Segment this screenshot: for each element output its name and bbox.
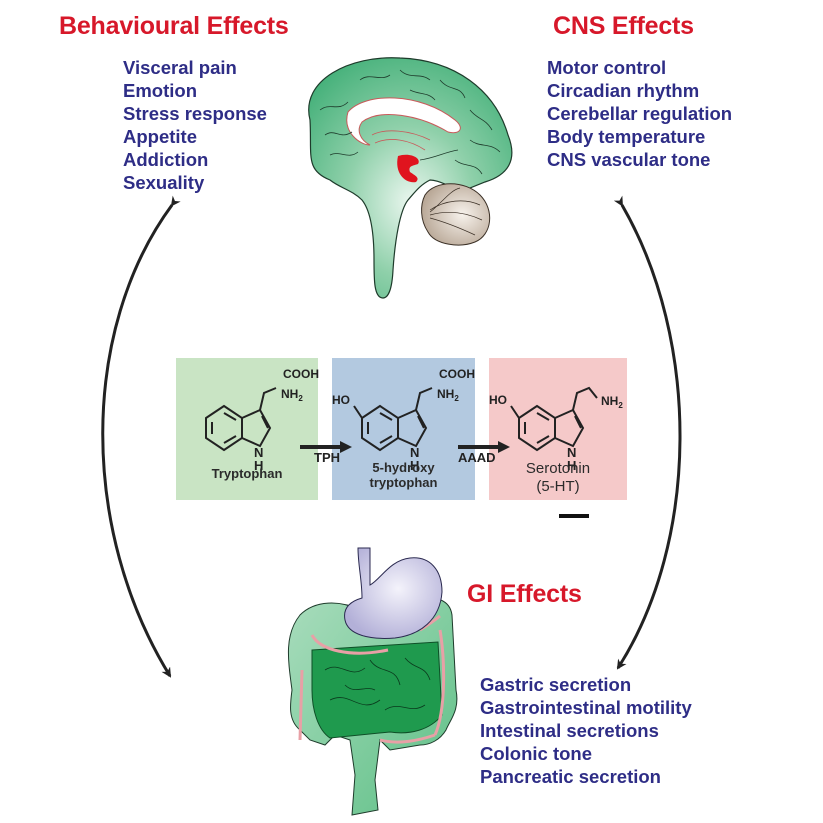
tryptophan-label: Tryptophan: [211, 466, 283, 481]
ring-h-label: H: [410, 458, 419, 473]
cerebellum: [421, 183, 491, 246]
compound-name-line2: tryptophan: [369, 475, 438, 490]
stomach: [344, 547, 443, 639]
ring-n-label: N: [410, 445, 419, 460]
list-item: Emotion: [123, 80, 197, 101]
molecule-structures: N H COOH NH2 HO N H COOH NH2 HO N H: [205, 367, 623, 473]
amine-label: NH2: [281, 387, 303, 403]
corpus-callosum: [346, 97, 461, 146]
serotonin-box: [489, 358, 627, 500]
brain-illustration: [308, 57, 513, 299]
tryptophan-structure: N H COOH NH2: [205, 367, 319, 473]
behavioural-effects-heading: Behavioural Effects: [59, 12, 289, 40]
ring-n-label: N: [567, 445, 576, 460]
5-hydroxytryptophan-box: [332, 358, 475, 500]
amine-label: NH2: [437, 387, 459, 403]
enzyme-tph-label: TPH: [314, 450, 340, 465]
carboxyl-label: COOH: [283, 367, 319, 381]
5-hydroxytryptophan-label: 5-hydroxy tryptophan: [332, 460, 475, 490]
right-double-arrow: [613, 195, 682, 670]
tryptophan-box: [176, 358, 318, 500]
list-item: Motor control: [547, 57, 667, 78]
5-hydroxytryptophan-structure: HO N H COOH NH2: [332, 367, 475, 473]
small-intestine: [311, 641, 443, 739]
serotonin-label: Serotonin (5-HT): [489, 460, 627, 496]
list-item: Pancreatic secretion: [480, 766, 661, 787]
compound-name-line2: (5-HT): [536, 478, 580, 495]
list-item: Addiction: [123, 149, 209, 170]
serotonin-structure: HO N H NH2: [489, 386, 623, 473]
ring-n-label: N: [254, 445, 263, 460]
amine-label: NH2: [601, 394, 623, 410]
gi-tract-illustration: [287, 547, 458, 816]
carboxyl-label: COOH: [439, 367, 475, 381]
gi-effects-list: Gastric secretion Gastrointestinal motil…: [480, 673, 692, 788]
enzyme-aaad-label: AAAD: [458, 450, 496, 465]
reaction-arrow-tph: [300, 441, 352, 453]
ring-h-label: H: [567, 458, 576, 473]
compound-name-line1: Serotonin: [525, 460, 591, 477]
left-double-arrow: [101, 195, 181, 678]
list-item: Colonic tone: [480, 743, 593, 764]
cns-effects-heading: CNS Effects: [553, 12, 694, 40]
compound-name-line1: 5-hydroxy: [372, 460, 435, 475]
list-item: Gastrointestinal motility: [480, 697, 692, 718]
list-item: Intestinal secretions: [480, 720, 659, 741]
list-item: Stress response: [123, 103, 267, 124]
list-item: Appetite: [123, 126, 197, 147]
behavioural-effects-list: Visceral pain Emotion Stress response Ap…: [123, 56, 267, 194]
hypothalamus-red: [397, 154, 419, 183]
list-item: Sexuality: [123, 172, 205, 193]
reaction-arrow-aaad: [458, 441, 510, 453]
gi-effects-heading: GI Effects: [467, 580, 582, 608]
cns-effects-list: Motor control Circadian rhythm Cerebella…: [547, 56, 732, 171]
list-item: Body temperature: [547, 126, 706, 147]
list-item: Cerebellar regulation: [547, 103, 733, 124]
list-item: CNS vascular tone: [547, 149, 711, 170]
scale-bar: [559, 514, 589, 518]
hydroxyl-label: HO: [489, 393, 507, 407]
ring-h-label: H: [254, 458, 263, 473]
list-item: Visceral pain: [123, 57, 237, 78]
hydroxyl-label: HO: [332, 393, 350, 407]
list-item: Circadian rhythm: [547, 80, 700, 101]
list-item: Gastric secretion: [480, 674, 632, 695]
